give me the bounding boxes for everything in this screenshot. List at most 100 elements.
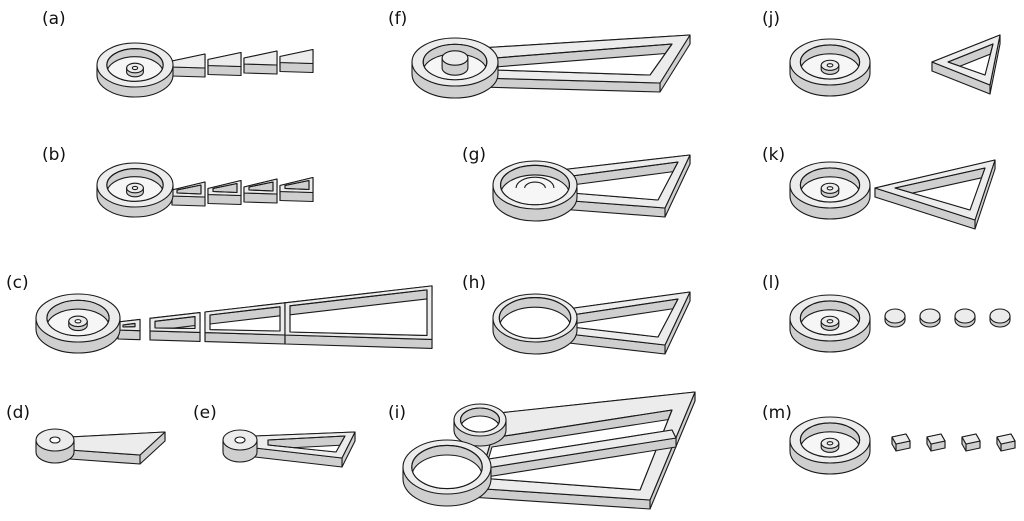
wedge-segment — [207, 51, 242, 77]
panel-label-m: (m) — [762, 403, 792, 423]
ring-inner-edge — [459, 407, 501, 433]
frame-inner-edge — [267, 435, 346, 453]
panel-label-d: (d) — [6, 403, 30, 423]
nub-hole — [826, 186, 834, 191]
frame-inner-edge — [894, 167, 986, 211]
large-ring-i — [402, 439, 492, 507]
dot — [954, 308, 976, 328]
crossbar-i — [469, 429, 677, 480]
ring-inner-edge — [799, 300, 861, 336]
ring-inner-edge — [106, 48, 164, 82]
disk-e — [222, 429, 258, 463]
cylinder-top — [441, 50, 469, 66]
prism-side — [171, 66, 206, 78]
ring-k — [789, 161, 871, 220]
ring-inner-edge — [799, 422, 861, 458]
cylinder-top — [919, 308, 941, 324]
wedge-segment — [171, 53, 206, 78]
frame-segment — [279, 176, 314, 203]
dot — [919, 308, 941, 328]
prism-side — [279, 190, 314, 203]
panel-label-c: (c) — [6, 273, 29, 293]
disk-hole — [234, 436, 246, 444]
ring-inner-edge — [500, 164, 570, 206]
panel-label-a: (a) — [42, 9, 66, 29]
panel-label-i: (i) — [388, 403, 406, 423]
frame-inner-edge — [209, 306, 281, 332]
ring-inner-edge — [799, 44, 861, 80]
frame-segment — [117, 318, 141, 341]
triangle-frame-g — [559, 154, 691, 218]
frame-inner-edge — [289, 289, 428, 336]
prism-side — [279, 61, 314, 74]
ring-inner-edge — [106, 168, 164, 202]
frame-inner-edge — [284, 179, 310, 191]
wedge-d — [69, 431, 166, 465]
ring-inner-edge — [46, 299, 110, 337]
ring-c — [35, 293, 121, 354]
panel-label-h: (h) — [462, 273, 486, 293]
triangle-frame-f — [479, 34, 691, 93]
cylinder-top — [989, 308, 1011, 324]
ring-j — [789, 38, 871, 97]
cylinder-top — [954, 308, 976, 324]
prism-side — [207, 64, 242, 77]
prism-side — [243, 192, 278, 204]
prism-top — [171, 53, 206, 69]
frame-inner-edge — [212, 182, 238, 194]
ring-m — [789, 416, 871, 475]
panel-label-b: (b) — [42, 145, 66, 165]
panel-label-f: (f) — [388, 9, 407, 29]
tile — [996, 433, 1016, 452]
prism-top — [891, 433, 911, 445]
triangle-frame-e — [254, 431, 356, 468]
nub-hole — [131, 65, 139, 71]
frame-inner-edge — [122, 322, 136, 328]
panel-label-g: (g) — [462, 145, 486, 165]
frame-inner-edge — [176, 184, 202, 195]
groove — [515, 176, 555, 189]
prism-top — [926, 433, 946, 445]
frame-opening — [155, 325, 195, 329]
frame-segment — [243, 178, 278, 204]
triangle-frame-h — [559, 291, 691, 355]
small-ring-i — [453, 403, 507, 447]
frame-segment — [284, 285, 433, 349]
prism-side — [243, 63, 278, 75]
ring-g — [492, 160, 578, 222]
wedge-segment — [279, 48, 314, 74]
nub-hole — [826, 63, 834, 68]
tile — [926, 433, 946, 452]
cylinder-top — [884, 308, 906, 324]
prism-side — [171, 195, 206, 207]
center-nub — [820, 182, 840, 198]
center-nub — [820, 59, 840, 75]
ring-b — [96, 162, 174, 218]
nub-hole — [826, 441, 834, 446]
disk-d — [35, 428, 75, 464]
frame-segment — [207, 179, 242, 206]
dot — [884, 308, 906, 328]
ring-f — [411, 37, 499, 99]
ring-floor — [460, 415, 500, 432]
prism-top — [279, 48, 314, 65]
dot — [989, 308, 1011, 328]
nub-hole — [131, 185, 139, 191]
ring-inner-edge — [411, 444, 483, 490]
ring-a — [96, 42, 174, 98]
frame-segment — [171, 181, 206, 207]
disk-hole — [49, 436, 61, 444]
center-post — [441, 50, 469, 76]
frame-inner-edge — [947, 43, 994, 76]
frame-opening — [210, 315, 280, 332]
center-nub — [820, 437, 840, 453]
triangle-frame-k — [874, 159, 996, 230]
prism-top — [243, 50, 278, 66]
prism-top — [207, 51, 242, 68]
nub-hole — [826, 319, 834, 324]
triangle-frame-j — [931, 34, 1001, 95]
panel-label-k: (k) — [762, 145, 785, 165]
wedge-segment — [243, 50, 278, 75]
